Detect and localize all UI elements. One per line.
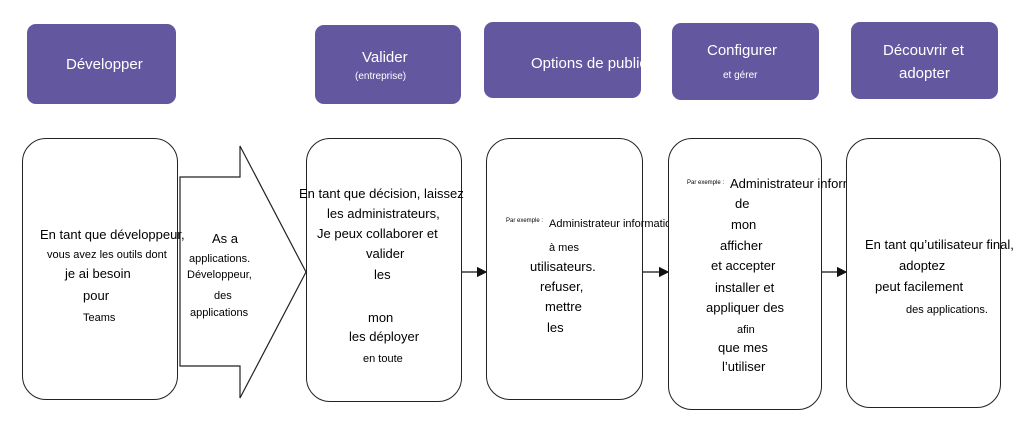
stage-subtitle: (entreprise): [355, 71, 407, 82]
card-configure-line: de: [735, 196, 750, 211]
card-validate-line: mon: [368, 310, 394, 325]
stage-header-develop: Développer: [27, 24, 176, 104]
card-configure-example: Par exemple :: [687, 180, 725, 186]
card-configure-line: l’utiliser: [722, 359, 766, 374]
stage-subtitle: et gérer: [723, 70, 758, 81]
card-develop-line: vous avez les outils dont: [47, 249, 167, 261]
card-validate: [306, 138, 462, 402]
card-configure-line: afficher: [720, 238, 763, 253]
card-publish-example: Par exemple :: [506, 218, 544, 224]
stage-title-line2: adopter: [899, 65, 950, 82]
stage-header-validate: Valider (entreprise): [315, 25, 461, 104]
card-validate-line: En tant que décision, laissez: [299, 186, 464, 201]
card-validate-line: les: [374, 267, 391, 282]
arrow-line: applications.: [189, 253, 251, 265]
card-configure-line: installer et: [715, 280, 775, 295]
card-validate-line: en toute: [363, 353, 403, 365]
big-arrow: [179, 145, 307, 399]
card-configure-line: afin: [737, 324, 755, 336]
card-validate-line: Je peux collaborer et: [317, 226, 438, 241]
card-configure-line: mon: [731, 217, 757, 232]
card-develop-line: Teams: [83, 312, 116, 324]
card-validate-line: valider: [366, 246, 405, 261]
arrow-line: As a: [212, 231, 239, 246]
stage-header-publish: Options de publication: [484, 22, 679, 98]
stage-header-configure: Configurer et gérer: [672, 23, 819, 100]
card-discover-line: des applications.: [906, 304, 988, 316]
card-configure: [668, 138, 822, 410]
card-publish-line: à mes: [549, 242, 579, 254]
arrow-line: applications: [190, 307, 249, 319]
stage-header-discover: Découvrir et adopter: [851, 22, 998, 99]
card-publish: [486, 138, 643, 400]
stage-title: Configurer: [707, 42, 778, 59]
card-develop-line: je ai besoin: [65, 266, 131, 281]
card-develop-line: En tant que développeur,: [40, 227, 185, 242]
card-discover: [846, 138, 1001, 408]
card-develop-line: pour: [83, 288, 110, 303]
arrow-line: Développeur,: [187, 269, 252, 281]
card-validate-line: les administrateurs,: [327, 206, 440, 221]
card-develop: [22, 138, 178, 400]
card-publish-line: les: [547, 320, 564, 335]
card-configure-line: que mes: [718, 340, 768, 355]
stage-title: Valider: [362, 49, 408, 66]
stage-title: Options de publication: [531, 55, 680, 72]
card-discover-line: En tant qu’utilisateur final,: [865, 237, 1014, 252]
stage-title-line1: Découvrir et: [883, 42, 964, 59]
card-configure-line: appliquer des: [706, 300, 785, 315]
card-discover-line: peut facilement: [875, 279, 964, 294]
card-publish-line: refuser,: [540, 279, 584, 294]
card-discover-line: adoptez: [899, 258, 946, 273]
card-publish-line: mettre: [545, 299, 582, 314]
card-publish-role: Administrateur informatique: [549, 218, 684, 230]
card-publish-line: utilisateurs.: [530, 259, 596, 274]
stage-title: Développer: [66, 56, 143, 73]
card-validate-line: les déployer: [349, 329, 420, 344]
card-configure-line: et accepter: [711, 258, 776, 273]
arrow-line: des: [214, 290, 232, 302]
